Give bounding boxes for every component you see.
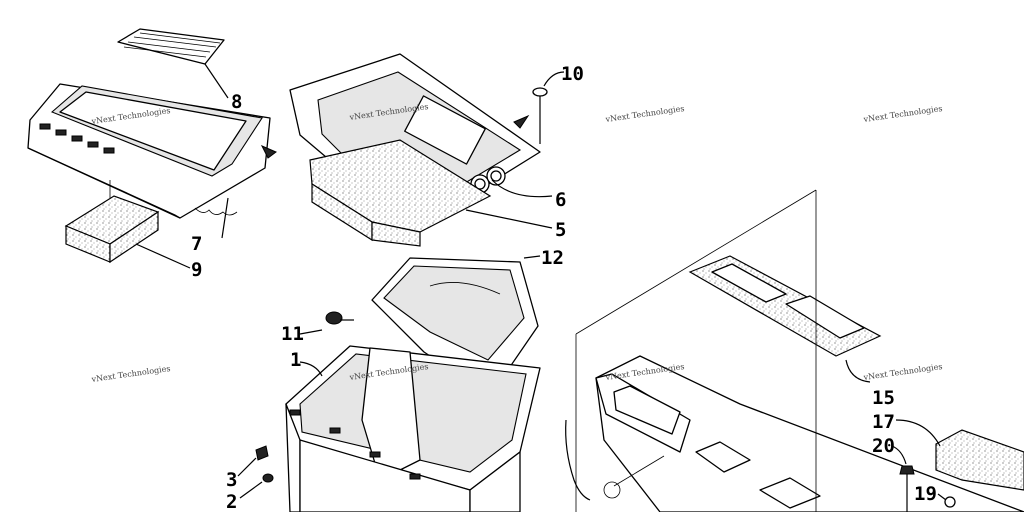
part-20-bolt [891, 445, 915, 512]
part-11-knob [299, 311, 354, 335]
callout-12: 12 [541, 247, 564, 269]
callout-20: 20 [872, 435, 895, 457]
part-19-nut [937, 493, 956, 508]
part-9-foam-pad [64, 195, 191, 269]
callout-17: 17 [872, 411, 895, 433]
part-2-plug [239, 473, 274, 499]
watermark-3: vNext Technologies [604, 104, 685, 124]
callout-8: 8 [231, 91, 242, 113]
callout-11: 11 [281, 323, 304, 345]
part-17-pad [895, 419, 1024, 491]
callout-2: 2 [226, 491, 237, 512]
part-12-lid [371, 255, 541, 424]
part-8-keypad [117, 28, 229, 99]
watermark-5: vNext Technologies [90, 364, 171, 384]
console-housing [565, 355, 1024, 512]
callout-1: 1 [290, 349, 301, 371]
callout-19: 19 [914, 483, 937, 505]
watermark-8: vNext Technologies [862, 362, 943, 382]
part-15-gasket [688, 255, 882, 383]
callout-labels: 8 10 6 5 7 9 12 11 1 3 2 15 17 20 19 [191, 63, 937, 512]
callout-10: 10 [561, 63, 584, 85]
callout-7: 7 [191, 233, 202, 255]
part-7-display-cover [27, 83, 277, 239]
callout-6: 6 [555, 189, 566, 211]
callout-9: 9 [191, 259, 202, 281]
part-5-foam-liner [309, 139, 553, 247]
callout-15: 15 [872, 387, 895, 409]
part-1-storage-box [285, 345, 541, 512]
watermark-4: vNext Technologies [862, 104, 943, 124]
callout-3: 3 [226, 469, 237, 491]
callout-5: 5 [555, 219, 566, 241]
part-10-screw [532, 71, 565, 144]
explosion-lines [575, 189, 817, 512]
part-3-clip [237, 445, 269, 477]
